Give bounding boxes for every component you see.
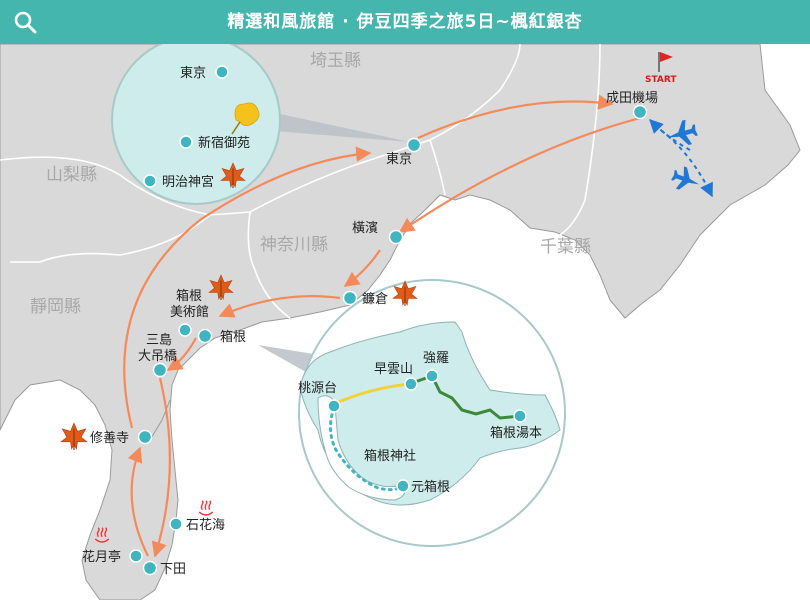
label-yokohama: 橫濱: [352, 221, 378, 236]
region-label-kanagawa: 神奈川縣: [260, 235, 328, 255]
marker-hakone-museum: [178, 323, 192, 337]
label-shinjuku-gyoen: 新宿御苑: [198, 135, 250, 151]
marker-shinjuku-gyoen: [179, 135, 193, 149]
label-ishibanami: 石花海: [186, 517, 225, 533]
label-narita: 成田機場: [606, 91, 658, 106]
inset-tokyo-connector: [262, 110, 410, 142]
marker-meiji-jingu: [143, 174, 157, 188]
route-yokohama-kamakura: [343, 249, 381, 287]
marker-narita: [632, 104, 648, 120]
route-tokyo-narita: [417, 94, 614, 140]
label-hakone-yumoto: 箱根湯本: [490, 425, 542, 441]
marker-inset-tokyo: [215, 65, 229, 79]
page-title: 精選和風旅館 · 伊豆四季之旅5日~楓紅銀杏: [227, 12, 583, 32]
label-sounzan: 早雲山: [374, 362, 413, 377]
marker-shimoda: [142, 560, 158, 576]
flight-route: [649, 117, 713, 198]
region-label-saitama: 埼玉縣: [310, 51, 361, 71]
inset-tokyo: 東京 新宿御苑 明治神宮: [111, 35, 281, 205]
marker-motohakone: [396, 479, 410, 493]
label-hakone-museum-1: 箱根: [176, 288, 202, 304]
marker-togendai: [327, 399, 341, 413]
marker-mishima: [152, 362, 168, 378]
label-hakone-shrine: 箱根神社: [364, 448, 416, 464]
marker-kagetsutei: [129, 549, 143, 563]
route-narita-yokohama: [398, 116, 641, 233]
marker-yokohama: [388, 229, 404, 245]
ropeway-line: [333, 382, 411, 406]
izu-east-coast: [149, 399, 171, 441]
region-label-yamanashi: 山梨縣: [46, 165, 97, 185]
route-shimoda-shuzenji: [127, 446, 149, 557]
label-kagetsutei: 花月亭: [82, 549, 121, 565]
label-mishima-1: 三島: [146, 333, 172, 348]
route-hakone-mishima: [166, 337, 197, 371]
label-hakone: 箱根: [220, 329, 246, 345]
marker-kamakura: [342, 290, 358, 306]
label-togendai: 桃源台: [298, 381, 337, 396]
label-shimoda: 下田: [160, 562, 186, 577]
marker-tokyo: [406, 137, 422, 153]
header-bar: 精選和風旅館 · 伊豆四季之旅5日~楓紅銀杏: [0, 0, 810, 44]
label-meiji-jingu: 明治神宮: [162, 174, 214, 190]
marker-sounzan: [404, 377, 418, 391]
start-flag-icon: [658, 52, 673, 72]
marker-shuzenji: [137, 429, 153, 445]
label-kamakura: 鐮倉: [362, 291, 388, 307]
search-icon: [14, 11, 37, 34]
region-label-shizuoka: 靜岡縣: [30, 297, 81, 317]
region-label-chiba: 千葉縣: [540, 237, 591, 257]
ginkgo-leaf-icon: [231, 102, 260, 135]
route-mishima-shimoda: [151, 377, 171, 558]
label-shuzenji: 修善寺: [90, 430, 129, 446]
marker-ishibanami: [169, 517, 183, 531]
start-label: START: [645, 75, 677, 85]
label-gora: 強羅: [423, 351, 449, 366]
marker-hakone: [197, 328, 213, 344]
boat-route: [329, 406, 404, 492]
marker-hakone-yumoto: [513, 409, 527, 423]
label-motohakone: 元箱根: [411, 479, 450, 495]
route-shuzenji-tokyo: [123, 146, 372, 429]
search-button[interactable]: [12, 9, 40, 37]
label-tokyo: 東京: [386, 151, 412, 167]
label-inset-tokyo: 東京: [180, 65, 206, 81]
marker-gora: [425, 369, 439, 383]
inset-hakone-connector: [258, 345, 320, 380]
inset-hakone: 桃源台 早雲山 強羅 箱根湯本 箱根神社 元箱根: [298, 279, 566, 547]
label-mishima-2: 大吊橋: [138, 349, 177, 364]
tour-route: [123, 94, 641, 558]
label-hakone-museum-2: 美術館: [170, 305, 209, 320]
route-kamakura-hakone: [218, 295, 341, 318]
